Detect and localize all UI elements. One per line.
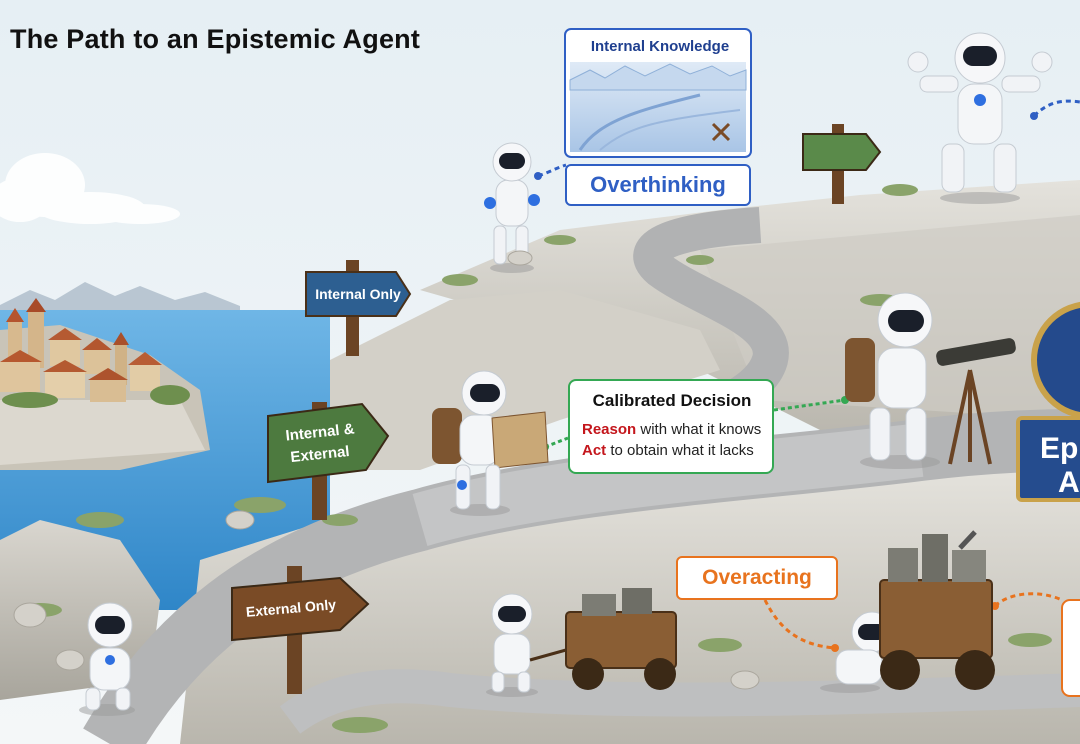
epistemic-badge-text: Epi A [1040, 432, 1080, 500]
signpost-external-only [231, 566, 370, 694]
act-word: Act [582, 442, 607, 459]
internal-knowledge-card [564, 28, 752, 158]
reason-word: Reason [582, 421, 637, 438]
clouds [0, 153, 180, 224]
robot-strong-top [907, 32, 1053, 204]
calibrated-connector-right [773, 398, 846, 412]
reason-rest: with what it knows [636, 421, 762, 438]
signpost-blank-green [802, 124, 882, 204]
right-orange-connector [993, 592, 1063, 608]
act-rest: to obtain what it lacks [606, 442, 754, 459]
small-cart [529, 588, 677, 690]
robot-with-map [432, 370, 549, 516]
big-cart [879, 530, 995, 690]
robot-pulling-cart [486, 593, 538, 697]
robot-overthinking [484, 142, 540, 273]
overacting-label: Overacting [676, 556, 838, 600]
shrubs [18, 184, 1052, 733]
page-title: The Path to an Epistemic Agent [10, 24, 421, 54]
calibrated-decision-title: Calibrated Decision [592, 391, 752, 410]
epistemic-agent-badge [1016, 301, 1080, 502]
top-connector [1032, 99, 1080, 118]
rocks [13, 250, 760, 690]
epistemic-badge-line2: A [1058, 466, 1080, 499]
act-line: Act to obtain what it lacks [582, 440, 762, 461]
treasure-x-icon [711, 122, 731, 142]
calibrated-decision-card: Calibrated Decision Reason with what it … [568, 379, 774, 474]
signpost-internal-external [267, 402, 390, 520]
signpost-internal-only [305, 260, 412, 356]
road-bottom [279, 669, 1080, 734]
overthinking-text: Overthinking [590, 172, 726, 197]
epistemic-badge-line1: Epi [1040, 432, 1080, 465]
middle-cliff [330, 290, 720, 470]
reason-line: Reason with what it knows [582, 419, 762, 440]
overthinking-label: Overthinking [565, 164, 751, 206]
robot-bottom-left [79, 602, 135, 716]
sign-internal-only-text: Internal Only [315, 286, 401, 302]
internal-knowledge-title: Internal Knowledge [590, 38, 730, 55]
overacting-text: Overacting [702, 566, 812, 589]
offscreen-orange-card [1061, 599, 1080, 697]
coastal-town [0, 298, 210, 470]
distant-mountains [0, 282, 240, 315]
robot-with-telescope [845, 292, 1016, 469]
overacting-connector [763, 599, 836, 650]
